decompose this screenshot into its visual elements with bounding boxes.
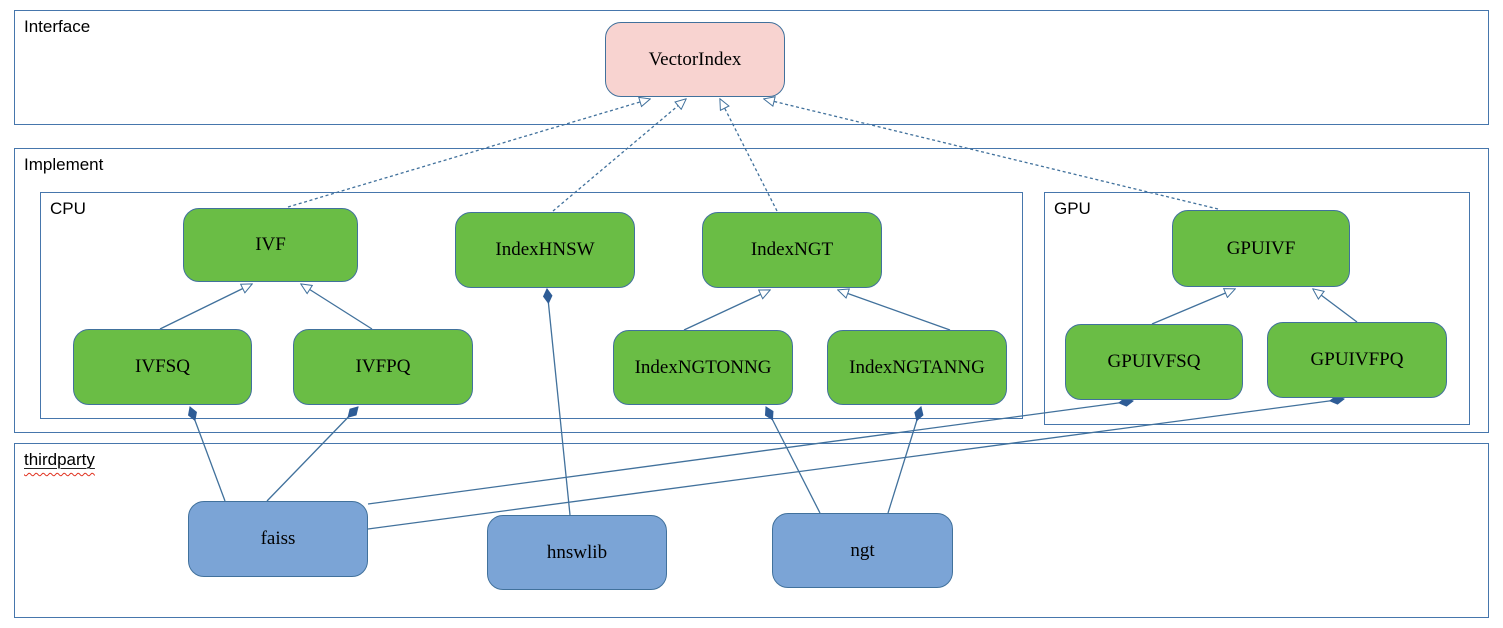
node-gpuivfpq[interactable]: GPUIVFPQ xyxy=(1267,322,1447,398)
container-cpu-label: CPU xyxy=(50,199,86,218)
node-hnswlib-label: hnswlib xyxy=(546,541,608,563)
container-gpu[interactable]: GPU xyxy=(1044,192,1470,425)
edge-faiss-composes-gpuivfpq[interactable] xyxy=(367,399,1344,530)
container-implement[interactable]: Implement xyxy=(14,148,1489,433)
node-vectorindex[interactable]: VectorIndex xyxy=(605,22,785,97)
node-ivf[interactable]: IVF xyxy=(183,208,358,282)
container-gpu-label: GPU xyxy=(1054,199,1091,218)
edge-ivfpq-extends-ivf[interactable] xyxy=(301,284,373,330)
node-gpuivfsq[interactable]: GPUIVFSQ xyxy=(1065,324,1243,400)
edge-indexhnsw-realizes-vectorindex[interactable] xyxy=(552,99,686,212)
edge-gpuivfsq-extends-gpuivf[interactable] xyxy=(1151,289,1235,325)
edge-gpuivfpq-extends-gpuivf[interactable] xyxy=(1313,289,1358,323)
container-interface[interactable]: Interface xyxy=(14,10,1489,125)
node-faiss[interactable]: faiss xyxy=(188,501,368,577)
node-indexngtonng-label: IndexNGTONNG xyxy=(634,356,772,378)
edge-faiss-composes-ivfpq[interactable] xyxy=(266,407,358,502)
node-ngt[interactable]: ngt xyxy=(772,513,953,588)
node-vectorindex-label: VectorIndex xyxy=(648,48,742,70)
node-hnswlib[interactable]: hnswlib xyxy=(487,515,667,590)
edge-indexngtonng-extends-indexngt[interactable] xyxy=(683,290,770,331)
node-ngt-label: ngt xyxy=(850,539,875,561)
node-indexngtanng[interactable]: IndexNGTANNG xyxy=(827,330,1007,405)
node-ivfsq[interactable]: IVFSQ xyxy=(73,329,252,405)
container-thirdparty-label: thirdparty xyxy=(24,450,95,469)
edge-ngt-composes-indexngtonng[interactable] xyxy=(766,407,821,514)
edge-faiss-composes-gpuivfsq[interactable] xyxy=(367,401,1133,505)
node-indexhnsw-label: IndexHNSW xyxy=(495,239,595,260)
node-ivfpq-label: IVFPQ xyxy=(355,356,411,377)
container-interface-label: Interface xyxy=(24,17,91,36)
node-indexngt-label: IndexNGT xyxy=(750,239,834,260)
edge-indexngt-realizes-vectorindex[interactable] xyxy=(720,99,778,212)
edge-ngt-composes-indexngtanng[interactable] xyxy=(887,407,921,514)
container-cpu[interactable]: CPU xyxy=(40,192,1023,419)
edge-faiss-composes-ivfsq[interactable] xyxy=(190,407,226,502)
node-faiss-label: faiss xyxy=(260,528,296,549)
node-gpuivf-label: GPUIVF xyxy=(1226,237,1296,259)
node-indexngtanng-label: IndexNGTANNG xyxy=(849,356,985,378)
node-ivfsq-label: IVFSQ xyxy=(135,356,190,377)
container-thirdparty[interactable]: thirdparty xyxy=(14,443,1489,618)
node-indexngt[interactable]: IndexNGT xyxy=(702,212,882,288)
edge-gpuivf-realizes-vectorindex[interactable] xyxy=(764,99,1219,210)
node-indexngtonng[interactable]: IndexNGTONNG xyxy=(613,330,793,405)
edge-indexngtanng-extends-indexngt[interactable] xyxy=(838,290,951,331)
node-gpuivfpq-label: GPUIVFPQ xyxy=(1310,349,1404,370)
node-gpuivf[interactable]: GPUIVF xyxy=(1172,210,1350,287)
node-gpuivfsq-label: GPUIVFSQ xyxy=(1107,351,1201,372)
node-ivf-label: IVF xyxy=(255,234,286,255)
node-indexhnsw[interactable]: IndexHNSW xyxy=(455,212,635,288)
edge-hnswlib-composes-indexhnsw[interactable] xyxy=(547,289,571,516)
edge-ivf-realizes-vectorindex[interactable] xyxy=(287,99,650,208)
edge-ivfsq-extends-ivf[interactable] xyxy=(159,284,252,330)
container-implement-label: Implement xyxy=(24,155,104,174)
node-ivfpq[interactable]: IVFPQ xyxy=(293,329,473,405)
